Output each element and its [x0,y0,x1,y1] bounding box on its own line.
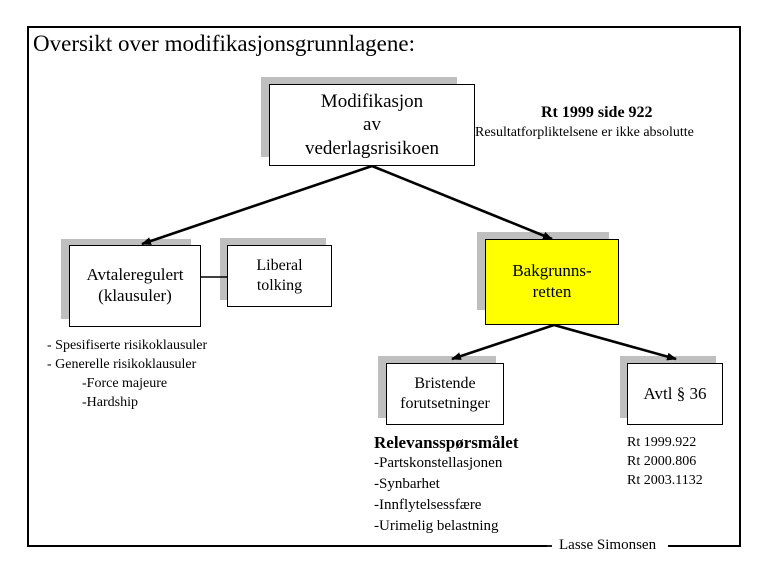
rt-ref-2: Rt 2000.806 [627,454,697,469]
rt-ref-1: Rt 1999.922 [627,435,697,450]
bristende-line-2: forutsetninger [400,395,490,412]
bakgrunnsretten-line-2: retten [532,282,572,301]
slide-frame-bottom-right-border [668,545,740,547]
klausul-list-item-4: -Hardship [82,395,138,410]
relevans-item-4: -Urimelig belastning [374,518,499,534]
slide-frame-bottom-left-border [27,545,547,547]
klausul-list-item-2: - Generelle risikoklausuler [47,357,197,372]
top-box-line-2: av [363,114,381,136]
top-box-line-1: Modifikasjon [320,91,424,113]
box-bakgrunnsretten[interactable]: Bakgrunns- retten [485,239,619,325]
bristende-line-1: Bristende [414,375,476,393]
top-box-line-3: vederlagsrisikoen [304,137,439,159]
liberal-line-1: Liberal [256,257,303,275]
klausul-list-item-3: -Force majeure [82,376,168,391]
slide-frame-top-border [27,26,740,28]
box-avtaleregulert-klausuler[interactable]: Avtaleregulert (klausuler) [69,245,201,327]
avtl36-line-1: Avtl § 36 [643,383,707,403]
avtaleregulert-line-1: Avtaleregulert [86,265,184,285]
klausul-list-item-1: - Spesifiserte risikoklausuler [47,338,208,353]
box-avtl-36[interactable]: Avtl § 36 [627,363,723,425]
relevans-item-1: -Partskonstellasjonen [374,455,503,471]
box-bristende-forutsetninger[interactable]: Bristende forutsetninger [386,363,504,425]
box-liberal-tolking[interactable]: Liberal tolking [227,245,332,307]
relevans-item-3: -Innflytelsessfære [374,497,482,513]
relevans-heading: Relevansspørsmålet [374,433,519,452]
liberal-line-2: tolking [256,277,303,294]
footer-author-name: Lasse Simonsen [559,537,657,553]
slide-frame-right-border [739,26,741,547]
box-modifikasjon-av-vederlagsrisikoen[interactable]: Modifikasjon av vederlagsrisikoen [269,84,475,166]
rt-case-body: Resultatforpliktelsene er ikke absolutte [475,125,694,140]
rt-ref-3: Rt 2003.1132 [627,473,703,488]
relevans-item-2: -Synbarhet [374,476,440,492]
bakgrunnsretten-line-1: Bakgrunns- [512,261,592,281]
slide-frame-left-border [27,26,29,547]
avtaleregulert-line-2: (klausuler) [98,286,172,305]
slide-title: Oversikt over modifikasjonsgrunnlagene: [33,31,415,56]
rt-case-heading: Rt 1999 side 922 [541,104,653,121]
